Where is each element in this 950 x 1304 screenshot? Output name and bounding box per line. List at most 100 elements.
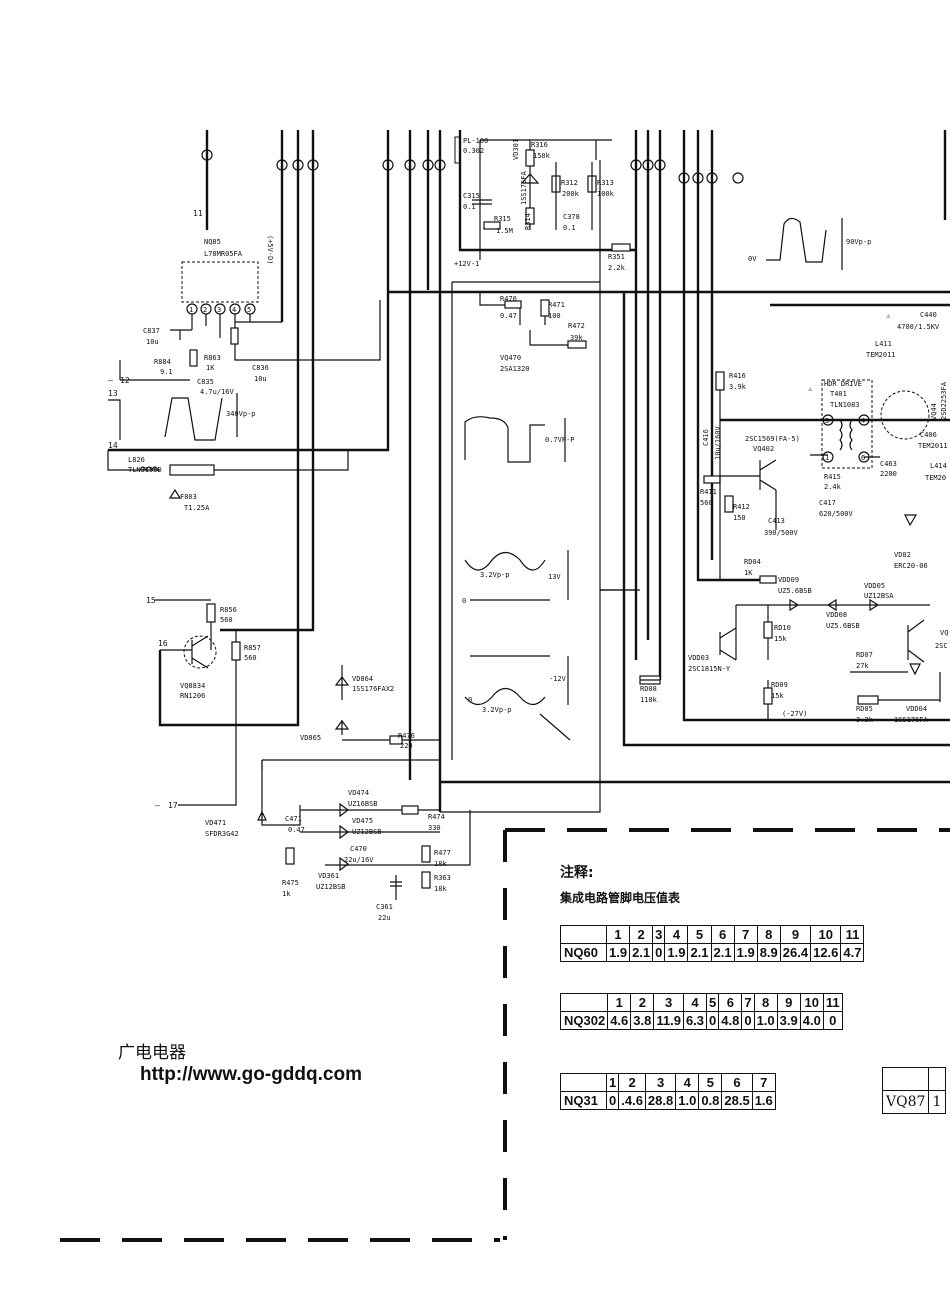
website-url[interactable]: http://www.go-gddq.com bbox=[140, 1064, 362, 1085]
warning-triangle-2: ⚠ bbox=[808, 385, 813, 393]
table-cell: 3.9 bbox=[776, 1011, 801, 1030]
table-cell: 5 bbox=[687, 925, 712, 944]
label-vdd05-part: UZ12BSA bbox=[864, 592, 894, 600]
label-n17: 17 bbox=[168, 801, 178, 810]
node-12: — bbox=[108, 376, 113, 385]
label-rd05: RD05 bbox=[856, 705, 873, 713]
label-r315-v: 1.5M bbox=[496, 227, 513, 235]
table-nq60: 1 2 3 4 5 6 7 8 9 10 11 NQ60 1.9 2.1 0 1… bbox=[560, 925, 865, 962]
table-nq31-header: 1 2 3 4 5 6 7 bbox=[560, 1073, 776, 1092]
label-hdr: HDR DRIVE bbox=[824, 380, 862, 388]
waveform-32vpp-a: 3.2Vp-p 0 13V bbox=[462, 550, 569, 605]
table-cell: 2.1 bbox=[710, 943, 735, 962]
node-11: 11 bbox=[193, 209, 203, 218]
label-c378: C378 bbox=[563, 213, 580, 221]
table-cell: 9 bbox=[776, 993, 801, 1012]
table-nq302-header: 1 2 3 4 5 6 7 8 9 10 11 bbox=[559, 993, 843, 1012]
table-cell: 2.1 bbox=[629, 943, 654, 962]
waveform-340vpp: 13 340Vp-p bbox=[108, 389, 256, 441]
table-cell: NQ60 bbox=[560, 943, 607, 962]
table-nq302-row: NQ302 4.6 3.8 11.9 6.3 0 4.8 0 1.0 3.9 4… bbox=[559, 1011, 843, 1030]
label-vq44: VQ44 bbox=[930, 403, 938, 420]
connector-pins bbox=[201, 149, 744, 184]
label-w13: 13V bbox=[548, 573, 561, 581]
label-r863-v: 1K bbox=[206, 364, 215, 372]
table-cell: 0 bbox=[741, 1011, 755, 1030]
label-pl100-v: 0.302 bbox=[463, 147, 484, 155]
table-vq87: VQ87 1 bbox=[882, 1067, 946, 1114]
waveform-07vpp: 0.7VP-P bbox=[464, 416, 575, 463]
waveform-32vpp-b: -12V 0 3.2Vp-p bbox=[464, 655, 571, 741]
waveform-90vpp: 0V 90Vp-p bbox=[748, 217, 871, 270]
label-r313: R313 bbox=[597, 179, 614, 187]
label-rd04: RD04 bbox=[744, 558, 761, 566]
label-vdd08: VDD08 bbox=[826, 611, 847, 619]
table-cell: 28.8 bbox=[644, 1091, 677, 1110]
table-cell: 1.9 bbox=[733, 943, 758, 962]
label-r415-v: 2.4k bbox=[824, 483, 842, 491]
label-rd10: RD10 bbox=[774, 624, 791, 632]
table-cell bbox=[560, 925, 607, 944]
table-cell: 6 bbox=[710, 925, 735, 944]
label-w0b: 0 bbox=[468, 696, 472, 704]
regulator-nq85: 11 NQ85 L78MR05FA 1 2 3 4 5 (+5V-D) C837… bbox=[108, 209, 381, 396]
table-cell: 12.6 bbox=[810, 943, 842, 962]
label-vd471: VD471 bbox=[205, 819, 226, 827]
label-r416-v: 3.9k bbox=[729, 383, 747, 391]
svg-text:6: 6 bbox=[861, 454, 865, 462]
table-cell bbox=[560, 1073, 607, 1092]
label-t401: T401 bbox=[830, 390, 847, 398]
label-rd05-v: 3.3k bbox=[856, 716, 874, 724]
vertical-protect-block: RD04 1K VDD09 UZ5.6BSB VDD05 UZ12BSA VDD… bbox=[600, 558, 948, 724]
svg-text:3: 3 bbox=[217, 306, 221, 314]
label-r856-v: 560 bbox=[220, 616, 233, 624]
node-12-label: 12 bbox=[120, 376, 130, 385]
label-l411-part: TEM2011 bbox=[866, 351, 896, 359]
label-vd864-part: 1SS176FAX2 bbox=[352, 685, 394, 693]
table-cell: 4 bbox=[664, 925, 689, 944]
table-nq302: 1 2 3 4 5 6 7 8 9 10 11 NQ302 4.6 3.8 11… bbox=[559, 993, 843, 1030]
label-r312: R312 bbox=[561, 179, 578, 187]
power-bus-lines bbox=[108, 130, 950, 812]
table-cell: 2 bbox=[618, 1073, 646, 1092]
label-w340: 340Vp-p bbox=[226, 410, 256, 418]
label-vq470: VQ470 bbox=[500, 354, 521, 362]
label-c470: C470 bbox=[350, 845, 367, 853]
label-c417-v: 620/500V bbox=[819, 510, 854, 518]
table-cell: 1 bbox=[605, 925, 631, 944]
table-vq87-header bbox=[882, 1067, 946, 1091]
label-r471: R471 bbox=[548, 301, 565, 309]
label-r412-v: 150 bbox=[733, 514, 746, 522]
table-cell: 0.8 bbox=[698, 1091, 723, 1110]
label-vdd04-part: 1SS176FA bbox=[894, 716, 929, 724]
label-tem2011b: TEM2011 bbox=[918, 442, 948, 450]
table-cell: 3.8 bbox=[630, 1011, 655, 1030]
block-r312: PL-100 0.302 R316 150k VD301 1SS176FA R3… bbox=[454, 136, 631, 272]
label-c378-v: 0.1 bbox=[563, 224, 576, 232]
label-c440-v: 4700/1.5KV bbox=[897, 323, 940, 331]
label-c470-v: 22u/16V bbox=[344, 856, 374, 864]
table-cell: 5 bbox=[698, 1073, 723, 1092]
table-cell: 1.6 bbox=[751, 1091, 776, 1110]
label-c837-v: 10u bbox=[146, 338, 159, 346]
table-nq60-row: NQ60 1.9 2.1 0 1.9 2.1 2.1 1.9 8.9 26.4 … bbox=[560, 943, 865, 962]
label-c836: C836 bbox=[252, 364, 269, 372]
label-c361-v: 22u bbox=[378, 914, 391, 922]
table-cell bbox=[928, 1067, 946, 1091]
label-r475: R475 bbox=[282, 879, 299, 887]
table-cell: 5 bbox=[706, 993, 720, 1012]
label-vq44-part: 2SD2253FA bbox=[940, 381, 948, 420]
label-vd475: VD475 bbox=[352, 817, 373, 825]
label-c440: C440 bbox=[920, 311, 937, 319]
table-cell: 1.0 bbox=[753, 1011, 778, 1030]
label-c361: C361 bbox=[376, 903, 393, 911]
label-r477: R477 bbox=[434, 849, 451, 857]
label-r312-v: 200k bbox=[562, 190, 580, 198]
label-r470-v: 0.47 bbox=[500, 312, 517, 320]
label-vq402: VQ402 bbox=[753, 445, 774, 453]
table-cell: 10 bbox=[810, 925, 842, 944]
label-r474: R474 bbox=[428, 813, 445, 821]
label-c413: C413 bbox=[768, 517, 785, 525]
table-cell: 8.9 bbox=[756, 943, 781, 962]
